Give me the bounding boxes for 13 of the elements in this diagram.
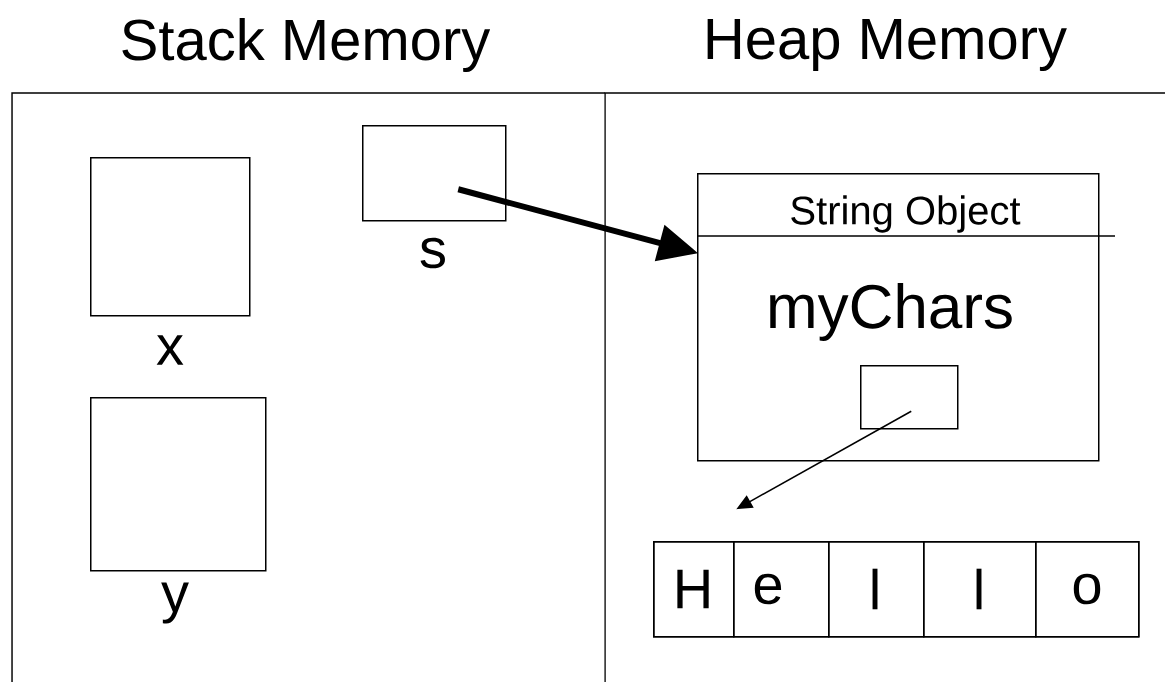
variable-name: s: [420, 237, 445, 269]
letter-cell: H: [653, 541, 735, 638]
letter-cell: o: [1035, 541, 1140, 638]
variable-box: [362, 125, 507, 222]
variable-name: y: [161, 582, 189, 624]
variable-box: [860, 365, 959, 430]
letter-cell: l: [828, 541, 925, 638]
variable-box: [90, 157, 251, 317]
letter-cell: e: [733, 541, 830, 638]
variable-name: x: [156, 335, 184, 365]
variable-box: [90, 397, 267, 572]
letter-cell: l: [923, 541, 1037, 638]
object-box: String Object myChars: [696, 173, 1116, 462]
